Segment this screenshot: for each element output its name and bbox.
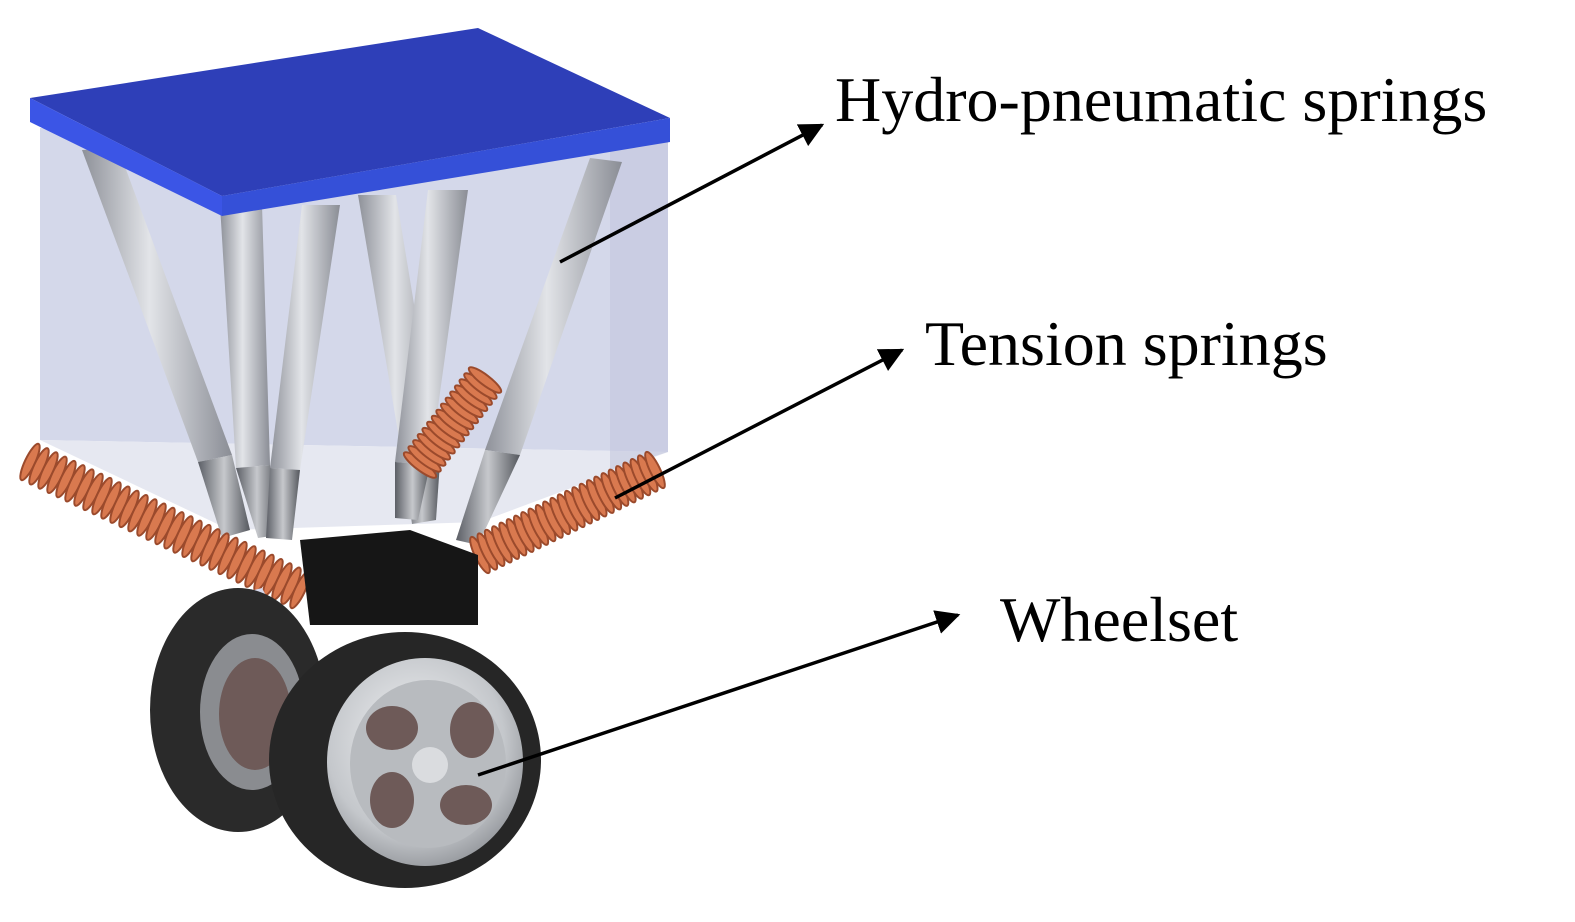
front-wheel bbox=[269, 632, 541, 888]
label-wheelset: Wheelset bbox=[1000, 584, 1239, 655]
arrow-wheelset bbox=[477, 610, 961, 777]
frame-box-right-face bbox=[610, 142, 668, 470]
tension-spring bbox=[402, 366, 503, 479]
tension-spring bbox=[469, 450, 666, 575]
arrow-tension bbox=[614, 348, 905, 500]
tension-spring bbox=[19, 442, 311, 610]
arrow-hydro bbox=[559, 123, 825, 264]
hub-block bbox=[300, 530, 478, 625]
hydro-pneumatic-springs bbox=[82, 148, 622, 545]
label-tension-springs: Tension springs bbox=[925, 308, 1328, 379]
top-plate-front bbox=[30, 98, 222, 216]
top-plate-side bbox=[222, 118, 670, 216]
top-plate-top bbox=[30, 28, 670, 196]
tension-springs bbox=[19, 366, 666, 610]
label-hydro-pneumatic-springs: Hydro-pneumatic springs bbox=[835, 64, 1488, 135]
